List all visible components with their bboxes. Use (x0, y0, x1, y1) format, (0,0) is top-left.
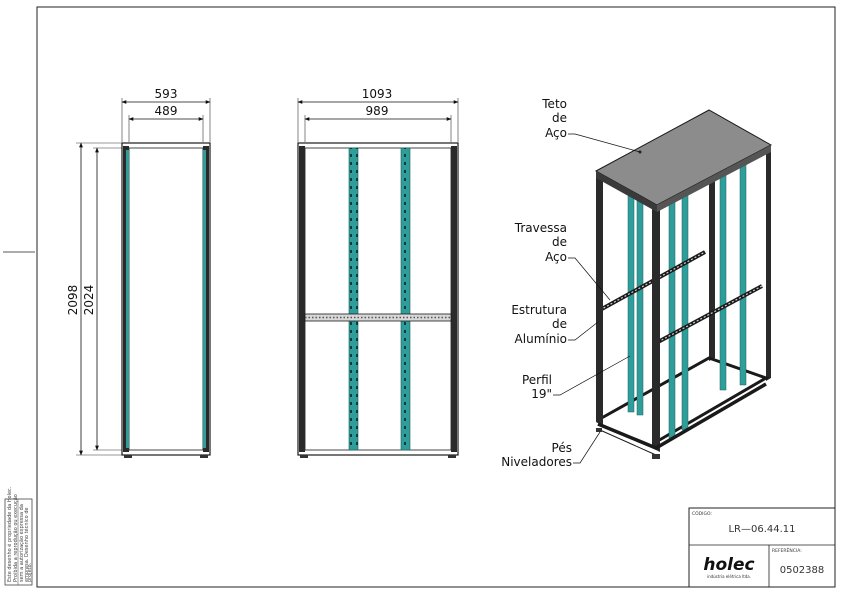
label-estrutura-2: de (552, 317, 567, 331)
label-travessa-2: de (552, 235, 567, 249)
label-estrutura-3: Alumínio (515, 332, 567, 346)
codigo-value: LR—06.44.11 (728, 524, 795, 535)
label-pes-2: Niveladores (501, 455, 572, 469)
brand-tagline: indústria elétrica ltda. (707, 574, 751, 579)
dim-outer-height: 2098 (66, 285, 80, 316)
label-estrutura-1: Estrutura (511, 303, 567, 317)
label-travessa-3: Aço (545, 250, 567, 264)
label-teto-1: Teto (541, 97, 567, 111)
codigo-caption: CÓDIGO: (692, 510, 712, 517)
isometric-view (594, 109, 773, 459)
dim-front-outer-width: 1093 (362, 87, 393, 101)
dim-inner-height: 2024 (82, 285, 96, 316)
callouts: Teto de Aço Travessa de Aço Estrutura de… (501, 97, 641, 469)
side-view: 593 489 2098 2024 (66, 87, 211, 458)
sheet-border (36, 6, 836, 588)
side-note-line: Este desenho é propriedade da Holec. (6, 486, 13, 582)
dim-front-inner-width: 989 (366, 104, 389, 118)
side-note-line: Proibida a reprodução ou execução (13, 494, 19, 582)
label-pes-1: Pés (552, 441, 572, 455)
referencia-value: 0502388 (780, 565, 825, 576)
label-teto-2: de (552, 111, 567, 125)
label-perfil-1: Perfil (522, 373, 552, 387)
label-travessa-1: Travessa (514, 221, 567, 235)
side-note-line: empresa. Desenho técnico de (23, 507, 30, 582)
front-view: 1093 989 (297, 87, 459, 458)
side-note-line: projeto. (27, 562, 33, 582)
side-note-box: Este desenho é propriedade da Holec. Pro… (4, 486, 33, 586)
title-block: CÓDIGO: LR—06.44.11 REFERÊNCIA: 0502388 … (688, 507, 836, 588)
side-note-line: sem a autorização expressa da (19, 504, 25, 582)
referencia-caption: REFERÊNCIA: (772, 546, 802, 554)
dim-side-inner-width: 489 (155, 104, 178, 118)
brand-logo: holec (703, 555, 754, 575)
dim-side-outer-width: 593 (155, 87, 178, 101)
label-teto-3: Aço (545, 126, 567, 140)
label-perfil-2: 19" (531, 387, 552, 401)
